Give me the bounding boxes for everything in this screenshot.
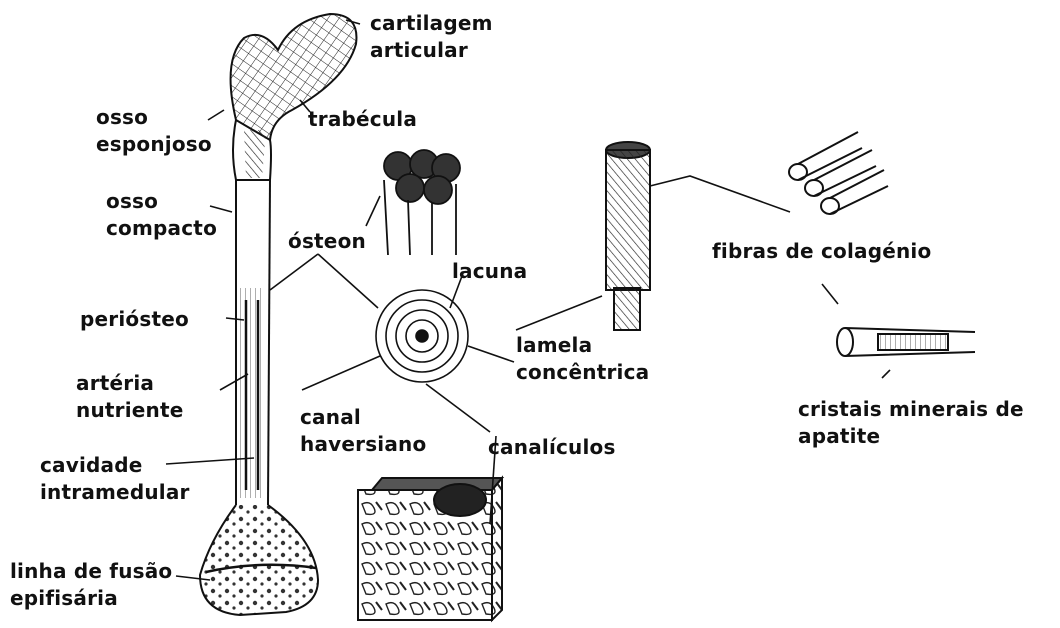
label-cavidade-intramedular: cavidade intramedular xyxy=(40,452,190,506)
collagen-fibers xyxy=(789,132,888,214)
lamella-cylinder xyxy=(606,142,650,330)
label-linha-fusao: linha de fusão epifisária xyxy=(10,558,172,612)
label-lacuna: lacuna xyxy=(452,258,527,285)
label-periosteo: periósteo xyxy=(80,306,189,333)
apatite-fiber xyxy=(837,328,975,356)
label-cristais-apatite: cristais minerais de apatite xyxy=(798,396,1024,450)
label-osso-compacto: osso compacto xyxy=(106,188,217,242)
label-trabecula: trabécula xyxy=(308,106,417,133)
osteon-cross-section xyxy=(376,290,468,382)
label-fibras-colagenio: fibras de colagénio xyxy=(712,238,931,265)
label-osso-esponjoso: osso esponjoso xyxy=(96,104,212,158)
osteon-bundle xyxy=(384,150,460,255)
label-arteria-nutriente: artéria nutriente xyxy=(76,370,183,424)
label-canal-haversiano: canal haversiano xyxy=(300,404,426,458)
long-bone xyxy=(200,14,356,615)
bone-block xyxy=(358,478,502,620)
label-lamela-concentrica: lamela concêntrica xyxy=(516,332,649,386)
label-canaliculos: canalículos xyxy=(488,434,616,461)
label-osteon: ósteon xyxy=(288,228,366,255)
label-cartilagem-articular: cartilagem articular xyxy=(370,10,493,64)
